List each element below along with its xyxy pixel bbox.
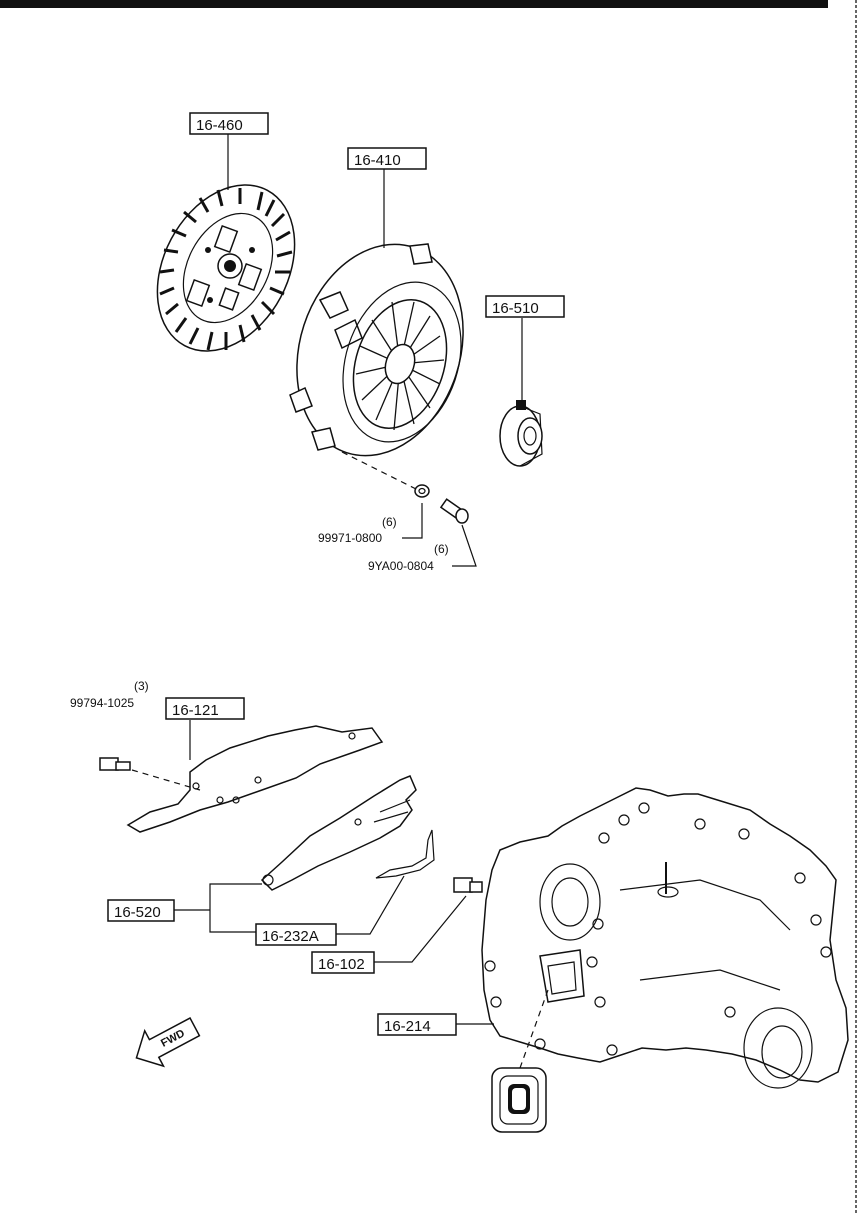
svg-text:16-460: 16-460 [196, 117, 243, 134]
svg-text:16-410: 16-410 [354, 152, 401, 169]
bolt-part-number[interactable]: 9YA00-0804 [368, 559, 434, 573]
cover-bolt-part-number[interactable]: 99794-1025 [70, 696, 134, 710]
clutch-disc [156, 184, 296, 352]
pressure-plate-dashed-leader [341, 451, 419, 491]
svg-text:16-102: 16-102 [318, 956, 365, 973]
top-border [0, 0, 828, 8]
callout-16-460[interactable]: 16-460 [189, 112, 269, 135]
callout-16-410[interactable]: 16-410 [347, 147, 427, 170]
release-fork [260, 775, 417, 891]
cover-plate [126, 725, 384, 833]
transaxle-case [481, 787, 849, 1089]
washer-part-number[interactable]: 99971-0800 [318, 531, 382, 545]
spring-clip [375, 829, 435, 879]
pressure-plate-cover [289, 243, 464, 457]
washer-qty: (6) [382, 515, 397, 529]
release-bearing [499, 400, 543, 467]
callout-16-121[interactable]: 16-121 [165, 697, 245, 720]
pressure-plate-bolt [439, 498, 469, 524]
callout-16-510[interactable]: 16-510 [485, 295, 565, 318]
cover-bolt [99, 757, 131, 771]
release-fork-boot [491, 1067, 547, 1133]
callout-16-520[interactable]: 16-520 [107, 899, 175, 922]
fwd-arrow-icon [135, 1017, 201, 1068]
svg-text:16-214: 16-214 [384, 1018, 431, 1035]
svg-text:16-520: 16-520 [114, 904, 161, 921]
callout-16-214[interactable]: 16-214 [377, 1013, 457, 1036]
bolt-qty: (6) [434, 542, 449, 556]
svg-text:16-232A: 16-232A [262, 928, 319, 945]
callout-16-102[interactable]: 16-102 [311, 951, 375, 974]
svg-text:16-121: 16-121 [172, 702, 219, 719]
callout-16-232a[interactable]: 16-232A [255, 923, 337, 946]
svg-text:16-510: 16-510 [492, 300, 539, 317]
cover-bolt-qty: (3) [134, 679, 149, 693]
pivot-bolt [453, 877, 483, 893]
washer [414, 484, 430, 498]
